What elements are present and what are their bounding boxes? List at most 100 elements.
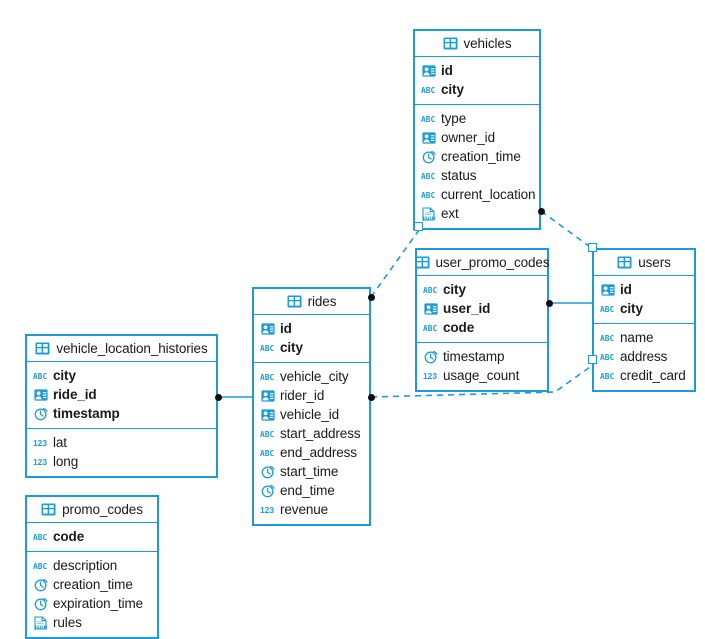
abc-icon: ABC: [600, 349, 615, 364]
column-row[interactable]: 123 usage_count: [417, 366, 547, 385]
table-header-user_promo_codes[interactable]: user_promo_codes: [415, 250, 550, 276]
table-header-vehicles[interactable]: vehicles: [415, 31, 539, 57]
svg-text:ABC: ABC: [600, 334, 614, 343]
abc-icon: ABC: [600, 301, 615, 316]
svg-text:ABC: ABC: [33, 372, 47, 381]
clock-icon: [421, 149, 436, 164]
column-row[interactable]: rider_id: [254, 386, 369, 405]
column-row[interactable]: creation_time: [27, 575, 157, 594]
key-id-icon: [423, 301, 438, 316]
column-row[interactable]: end_time: [254, 481, 369, 500]
clock-icon: [423, 349, 438, 364]
table-icon: [35, 341, 50, 356]
key-id-icon: [600, 282, 615, 297]
primary-key-row[interactable]: user_id: [417, 299, 547, 318]
column-group: timestamp 123 usage_count: [417, 342, 547, 390]
column-name: credit_card: [620, 368, 686, 383]
column-name: start_time: [280, 464, 339, 479]
column-row[interactable]: ABC current_location: [415, 185, 539, 204]
abc-icon: ABC: [423, 282, 438, 297]
column-row[interactable]: ABC credit_card: [594, 366, 694, 385]
column-row[interactable]: vehicle_id: [254, 405, 369, 424]
json-icon: JSON: [421, 206, 436, 221]
relationship-endpoint-square-rides-vehicles: [414, 222, 423, 231]
primary-key-row[interactable]: id: [254, 319, 369, 338]
primary-key-row[interactable]: ride_id: [27, 385, 216, 404]
table-header-vehicle_location_histories[interactable]: vehicle_location_histories: [27, 336, 216, 362]
column-name: creation_time: [441, 149, 521, 164]
svg-text:JSON: JSON: [34, 625, 47, 630]
table-header-rides[interactable]: rides: [254, 289, 369, 315]
svg-text:ABC: ABC: [260, 344, 274, 353]
column-name: revenue: [280, 502, 329, 517]
column-name: code: [53, 529, 85, 544]
svg-text:ABC: ABC: [421, 115, 435, 124]
clock-icon: [33, 577, 48, 592]
column-name: current_location: [441, 187, 536, 202]
table-header-promo_codes[interactable]: promo_codes: [27, 497, 157, 523]
primary-key-row[interactable]: ABC city: [594, 299, 694, 318]
column-name: timestamp: [443, 349, 505, 364]
table-header-users[interactable]: users: [594, 250, 694, 276]
abc-icon: ABC: [33, 558, 48, 573]
abc-icon: ABC: [423, 320, 438, 335]
relationship-line-rides-vehicles[interactable]: [370, 229, 420, 298]
column-name: owner_id: [441, 130, 495, 145]
column-name: expiration_time: [53, 596, 144, 611]
abc-icon: ABC: [600, 368, 615, 383]
table-icon: [415, 255, 430, 270]
svg-text:ABC: ABC: [600, 305, 614, 314]
table-name: vehicles: [463, 36, 512, 51]
column-name: id: [280, 321, 292, 336]
column-name: id: [441, 63, 453, 78]
column-name: usage_count: [443, 368, 520, 383]
primary-key-row[interactable]: id: [415, 61, 539, 80]
column-row[interactable]: ABC name: [594, 328, 694, 347]
column-row[interactable]: owner_id: [415, 128, 539, 147]
svg-text:123: 123: [33, 438, 47, 448]
column-name: status: [441, 168, 477, 183]
table-icon: [443, 36, 458, 51]
column-row[interactable]: expiration_time: [27, 594, 157, 613]
column-name: city: [441, 82, 464, 97]
column-name: name: [620, 330, 654, 345]
primary-key-row[interactable]: timestamp: [27, 404, 216, 423]
number-icon: 123: [33, 435, 48, 450]
svg-text:ABC: ABC: [421, 191, 435, 200]
column-name: city: [620, 301, 643, 316]
primary-key-row[interactable]: id: [594, 280, 694, 299]
column-row[interactable]: start_time: [254, 462, 369, 481]
column-row[interactable]: creation_time: [415, 147, 539, 166]
svg-text:123: 123: [423, 371, 437, 381]
column-row[interactable]: timestamp: [417, 347, 547, 366]
